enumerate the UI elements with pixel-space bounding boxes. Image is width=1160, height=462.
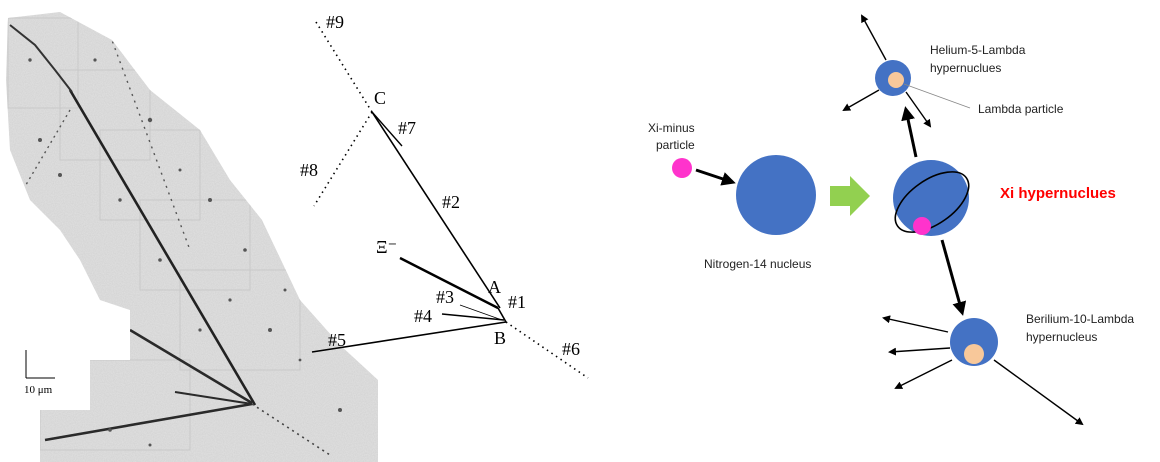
xi-hypernucleus-label: Xi hypernuclues — [1000, 185, 1116, 202]
helium-label-2: hypernuclues — [930, 61, 1001, 75]
reaction-schematic: Xi-minus particle Nitrogen-14 nucleus Xi… — [620, 0, 1160, 462]
track-2-line — [371, 111, 501, 309]
schematic-svg: Xi-minus particle Nitrogen-14 nucleus Xi… — [648, 14, 1134, 426]
track-4-line — [441, 313, 505, 321]
track-5-line — [311, 321, 507, 353]
arrow-to-beryllium — [940, 239, 967, 316]
vertex-label-c: C — [374, 88, 386, 108]
micrograph-image: 10 μm — [6, 12, 378, 462]
beryllium-decay-arrow-3 — [894, 359, 953, 389]
arrow-to-helium — [901, 106, 918, 158]
track-label-9: #9 — [326, 12, 344, 32]
lambda-particle-label: Lambda particle — [978, 102, 1064, 116]
track-label-8: #8 — [300, 160, 318, 180]
emulsion-micrograph: 10 μm — [0, 0, 380, 462]
tracing-svg: #9 C #7 #8 #2 Ξ⁻ A #3 #1 #4 #5 B #6 — [300, 12, 589, 379]
vertex-label-a: A — [488, 277, 501, 297]
track-8-line — [313, 111, 373, 207]
xi-hypernucleus — [893, 160, 969, 236]
track-label-3: #3 — [436, 287, 454, 307]
lambda-particle-helium — [888, 72, 904, 88]
capture-arrow — [695, 168, 736, 186]
process-arrow — [830, 176, 870, 216]
helium-decay-arrow-2 — [842, 89, 880, 111]
track-label-4: #4 — [414, 306, 432, 326]
track-3-line — [459, 304, 503, 321]
beryllium-decay-arrow-1 — [882, 315, 949, 333]
track-6-line — [505, 321, 589, 379]
track-7-line — [371, 111, 403, 147]
xi-particle-label-1: Xi-minus — [648, 121, 695, 135]
track-tracing-diagram: #9 C #7 #8 #2 Ξ⁻ A #3 #1 #4 #5 B #6 — [290, 0, 610, 462]
scale-bar-label: 10 μm — [24, 384, 53, 396]
track-label-6: #6 — [562, 339, 580, 359]
bound-xi-particle — [913, 217, 931, 235]
beryllium-10-lambda-hypernucleus — [950, 318, 998, 366]
xi-minus-particle — [672, 158, 692, 178]
xi-orbit — [894, 171, 970, 233]
beryllium-label-2: hypernucleus — [1026, 330, 1097, 344]
helium-decay-arrow-3 — [905, 91, 932, 128]
nitrogen-14-nucleus — [736, 155, 816, 235]
vertex-label-b: B — [494, 328, 506, 348]
helium-decay-arrow-1 — [861, 14, 887, 61]
beryllium-decay-arrow-2 — [888, 347, 951, 356]
scale-bar — [25, 350, 55, 379]
lambda-leader-line — [903, 83, 971, 109]
track-label-2: #2 — [442, 192, 460, 212]
beryllium-decay-arrow-4 — [993, 359, 1084, 426]
xi-symbol-label: Ξ⁻ — [376, 237, 397, 257]
track-label-5: #5 — [328, 330, 346, 350]
lambda-particle-beryllium — [964, 344, 984, 364]
nitrogen-label: Nitrogen-14 nucleus — [704, 257, 811, 271]
a-b-link — [497, 307, 507, 323]
helium-label-1: Helium-5-Lambda — [930, 43, 1026, 57]
xi-track-line — [399, 256, 499, 310]
xi-particle-label-2: particle — [656, 138, 695, 152]
track-label-1: #1 — [508, 292, 526, 312]
track-9-line — [315, 21, 373, 113]
track-label-7: #7 — [398, 118, 416, 138]
beryllium-label-1: Berilium-10-Lambda — [1026, 312, 1134, 326]
